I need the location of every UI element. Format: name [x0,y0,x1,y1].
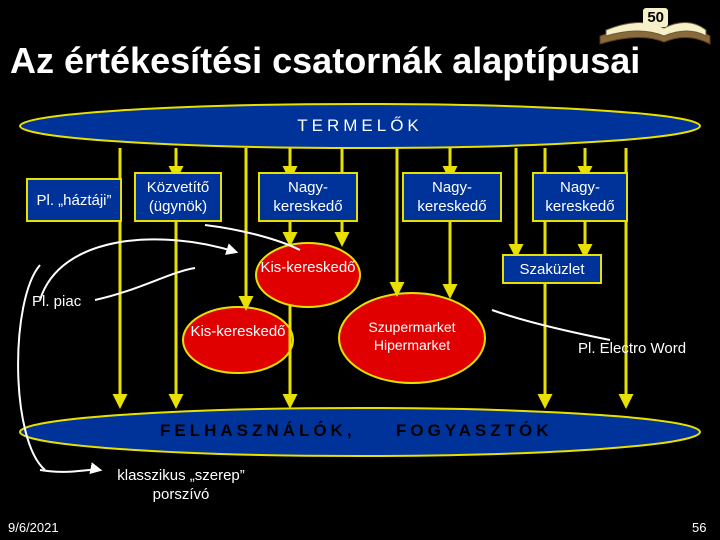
nagyker2-box: Nagy-kereskedő [402,172,502,222]
nagyker3-box: Nagy-kereskedő [532,172,628,222]
curve-arrow-electro [491,309,611,341]
electro-label: Pl. Electro Word [578,340,687,357]
kisker-bottom-ellipse [182,306,294,374]
curve-arrow-piac [39,238,239,301]
curve-arrow-klasszikus [17,264,46,471]
szupermarket-ellipse [338,292,486,384]
curve-arrow-haztaji [39,462,103,475]
consumers-label-right: FOGYASZTÓK [396,421,553,440]
page-badge: 50 [643,8,668,27]
curve-arrow-kozvetito [204,224,301,251]
nagyker2-label: Nagy-kereskedő [417,179,487,215]
nagyker1-box: Nagy-kereskedő [258,172,358,222]
consumers-label-left: FELHASZNÁLÓK, [160,421,356,440]
slide-title: Az értékesítési csatornák alaptípusai [10,40,641,81]
szakuzlet-label: Szaküzlet [519,260,585,278]
kozvetito-label: Közvetítő (ügynök) [146,179,210,215]
kisker-top-ellipse [255,242,361,308]
kozvetito-box: Közvetítő (ügynök) [134,172,222,222]
curve-arrow-piac-kisker [94,267,196,301]
kisker-top-label: Kis-kereskedő [260,259,356,276]
producers-label: TERMELŐK [297,116,423,135]
haztaji-box: Pl. „háztáji” [26,178,122,222]
piac-label: Pl. piac [32,293,82,310]
producers-ellipse [19,103,701,149]
szupermarket-label: Szupermarket Hipermarket [368,319,456,353]
slide-date: 9/6/2021 [8,520,59,535]
nagyker3-label: Nagy-kereskedő [545,179,615,215]
haztaji-label: Pl. „háztáji” [36,191,112,209]
kisker-bottom-label: Kis-kereskedő [190,323,286,340]
szakuzlet-box: Szaküzlet [502,254,602,284]
consumers-ellipse [19,407,701,457]
nagyker1-label: Nagy-kereskedő [273,179,343,215]
slide-number: 56 [692,520,707,535]
klasszikus-label: klasszikus „szerep” porszívó [117,467,245,503]
